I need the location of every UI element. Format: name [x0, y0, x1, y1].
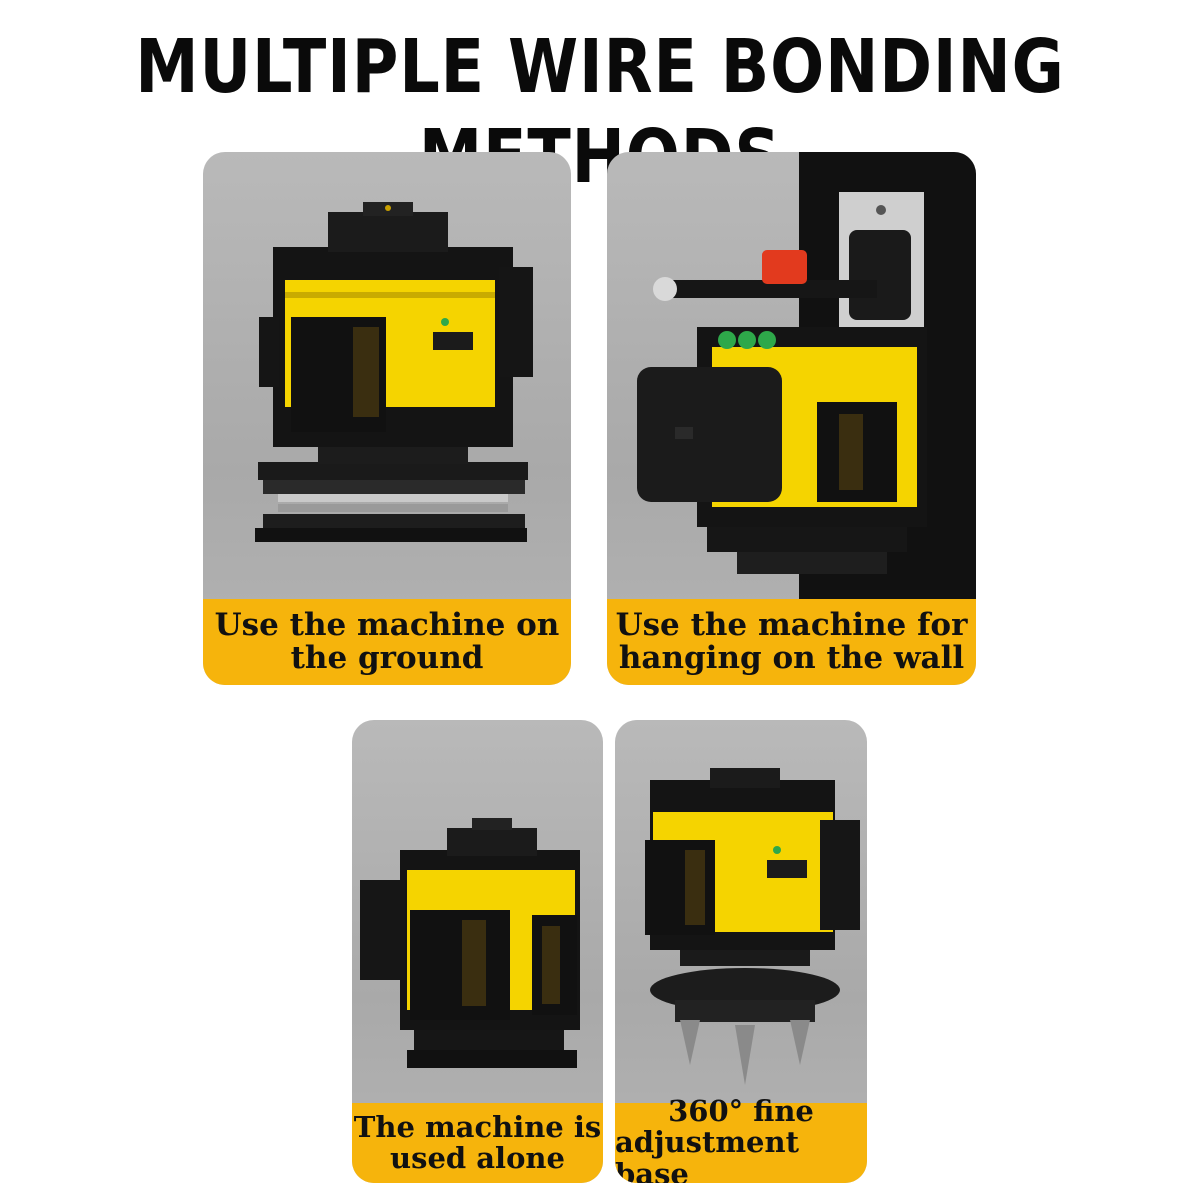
- caption-line: the ground: [290, 640, 484, 676]
- caption-line: used alone: [390, 1141, 565, 1175]
- card-ground-use: Use the machine on the ground: [203, 152, 571, 685]
- caption-line: 360° fine: [668, 1094, 814, 1129]
- caption-line: The machine is: [353, 1109, 602, 1144]
- caption-line: Use the machine for: [615, 606, 968, 643]
- card-adjustment-base: 360° fine adjustment base: [615, 720, 867, 1183]
- card-caption: The machine is used alone: [352, 1103, 603, 1183]
- laser-level-wall-mount-image: [637, 152, 976, 599]
- caption-line: Use the machine on: [214, 606, 560, 643]
- caption-line: hanging on the wall: [618, 640, 965, 676]
- card-wall-hanging: Use the machine for hanging on the wall: [607, 152, 976, 685]
- caption-line: adjustment base: [615, 1125, 799, 1183]
- laser-level-on-lift-base-image: [255, 202, 533, 542]
- laser-level-standalone-image: [360, 818, 580, 1068]
- card-caption: Use the machine on the ground: [203, 599, 571, 685]
- laser-level-on-adjustment-base-image: [645, 768, 860, 1085]
- card-caption: 360° fine adjustment base: [615, 1095, 867, 1183]
- card-standalone: The machine is used alone: [352, 720, 603, 1183]
- card-caption: Use the machine for hanging on the wall: [607, 599, 976, 685]
